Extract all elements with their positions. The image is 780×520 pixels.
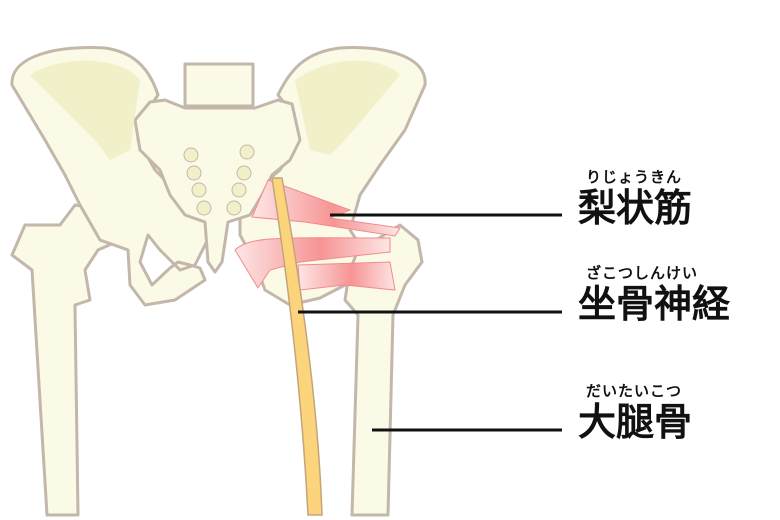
lumbar-vertebra xyxy=(183,62,255,108)
label-ruby: りじょうきん xyxy=(586,168,683,186)
left-femur xyxy=(10,203,127,517)
label-name: 坐骨神経 xyxy=(578,282,731,326)
label-ruby: だいたいこつ xyxy=(586,382,683,400)
label-sciatic-nerve: ざこつしんけい 坐骨神経 xyxy=(578,262,730,325)
sacrum xyxy=(133,98,302,274)
label-piriformis: りじょうきん 梨状筋 xyxy=(578,166,692,229)
label-femur: だいたいこつ 大腿骨 xyxy=(578,380,692,443)
label-name: 大腿骨 xyxy=(578,400,693,444)
piriformis-muscle xyxy=(234,179,401,291)
sciatic-nerve xyxy=(271,177,323,516)
label-name: 梨状筋 xyxy=(578,186,693,230)
label-ruby: ざこつしんけい xyxy=(586,264,699,282)
